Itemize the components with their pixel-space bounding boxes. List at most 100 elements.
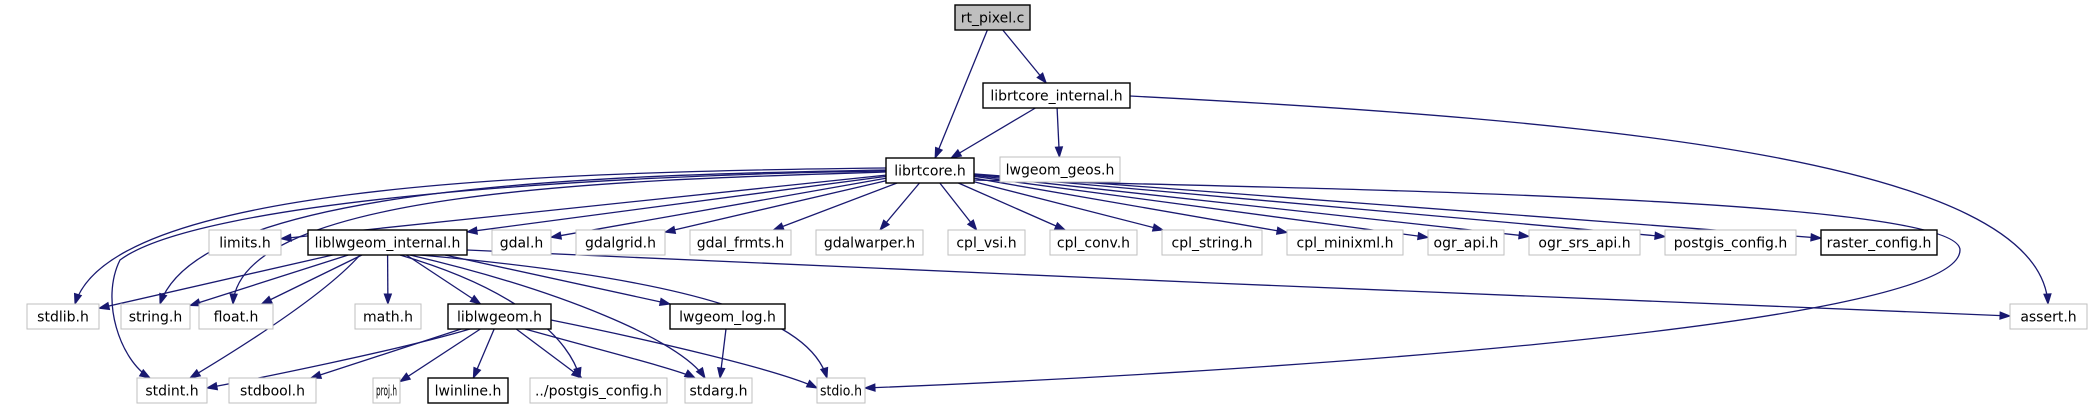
node-label: float.h bbox=[214, 310, 259, 326]
edge-arrowhead bbox=[663, 225, 677, 234]
node-box bbox=[447, 303, 552, 330]
node-label: raster_config.h bbox=[1827, 236, 1932, 252]
edge-arrowhead bbox=[1151, 223, 1165, 232]
node-cpl-string-h: cpl_string.h bbox=[1161, 229, 1263, 256]
node-librtcore-h[interactable]: librtcore.h bbox=[885, 157, 975, 184]
edge-liblwgeom_internal_h-to-float_h bbox=[260, 254, 363, 305]
node-label: gdal_frmts.h bbox=[697, 236, 784, 252]
edge-arrowhead bbox=[1518, 230, 1531, 240]
node-math-h: math.h bbox=[354, 303, 422, 330]
edge-librtcore_h-to-raster_config_h bbox=[973, 173, 1823, 242]
node-box bbox=[372, 377, 401, 404]
edge-liblwgeom_h-to-stdint_h bbox=[205, 328, 471, 391]
node-box bbox=[1820, 229, 1938, 256]
edge-librtcore_h-to-gdal_frmts_h bbox=[772, 182, 898, 231]
edge-arrowhead bbox=[260, 295, 273, 305]
edge-arrowhead bbox=[934, 146, 944, 160]
node-box bbox=[208, 229, 282, 256]
node-box bbox=[120, 303, 191, 330]
edge-line bbox=[280, 174, 887, 240]
node-box bbox=[1049, 229, 1138, 256]
edge-line bbox=[973, 177, 1288, 234]
edge-arrowhead bbox=[159, 292, 168, 306]
edge-liblwgeom_h-to-lwinline_h bbox=[472, 328, 495, 380]
node-label: stdarg.h bbox=[690, 384, 748, 400]
edge-liblwgeom_h-to-stdbool_h bbox=[309, 328, 462, 379]
node-label: cpl_conv.h bbox=[1057, 236, 1130, 252]
node-box bbox=[1161, 229, 1263, 256]
node-lwgeom-log-h[interactable]: lwgeom_log.h bbox=[669, 303, 786, 330]
edge-librtcore_h-to-gdal_h bbox=[549, 177, 887, 240]
edges-layer bbox=[73, 29, 2052, 392]
node-liblwgeom-h[interactable]: liblwgeom.h bbox=[447, 303, 552, 330]
edge-librtcore_h-to-float_h bbox=[229, 171, 887, 306]
edge-arrowhead bbox=[1999, 311, 2012, 320]
node-label: gdalgrid.h bbox=[585, 236, 656, 252]
node-label: ogr_api.h bbox=[1434, 236, 1499, 252]
node-box bbox=[198, 303, 274, 330]
node-string-h: string.h bbox=[120, 303, 191, 330]
edge-arrowhead bbox=[229, 293, 238, 306]
node-gdalgrid-h: gdalgrid.h bbox=[575, 229, 666, 256]
edge-librtcore_h-to-limits_h bbox=[279, 174, 887, 242]
edge-arrowhead bbox=[658, 297, 672, 306]
edge-arrowhead bbox=[309, 370, 323, 379]
edge-arrowhead bbox=[1036, 72, 1048, 85]
node-label: gdalwarper.h bbox=[824, 236, 915, 252]
node-liblwgeom-internal-h[interactable]: liblwgeom_internal.h bbox=[307, 229, 468, 256]
edge-arrowhead bbox=[469, 294, 482, 305]
edge-line bbox=[310, 328, 462, 379]
edge-liblwgeom_internal_h-to-liblwgeom_h bbox=[406, 254, 482, 305]
node-box bbox=[307, 229, 468, 256]
edge-arrowhead bbox=[188, 368, 202, 379]
edge-librtcore_h-to-gdalgrid_h bbox=[663, 180, 887, 234]
edge-line bbox=[1002, 29, 1047, 84]
node-lwgeom-geos-h: lwgeom_geos.h bbox=[999, 156, 1121, 183]
node-limits-h: limits.h bbox=[208, 229, 282, 256]
edge-librtcore_h-to-stdio_h bbox=[863, 179, 1961, 392]
nodes-layer: rt_pixel.c librtcore_internal.h librtcore.… bbox=[26, 4, 2088, 404]
node-lwinline-h[interactable]: lwinline.h bbox=[427, 377, 509, 404]
edge-arrowhead bbox=[1417, 231, 1430, 241]
edge-arrowhead bbox=[1053, 221, 1067, 231]
node-raster-config-h[interactable]: raster_config.h bbox=[1820, 229, 1938, 256]
node-box bbox=[982, 82, 1131, 109]
edge-arrowhead bbox=[73, 292, 83, 306]
edge-arrowhead bbox=[879, 219, 891, 232]
edge-arrowhead bbox=[472, 366, 482, 380]
node-proj-h: proj.h bbox=[372, 377, 401, 404]
edge-liblwgeom_internal_h-to-lwgeom_log_h bbox=[444, 254, 672, 306]
node-label: ../postgis_config.h bbox=[535, 384, 662, 400]
edge-line bbox=[550, 319, 818, 389]
edge-line bbox=[189, 254, 349, 307]
node-label: librtcore.h bbox=[894, 164, 966, 180]
node-label: string.h bbox=[129, 310, 183, 326]
node-box bbox=[669, 303, 786, 330]
node-stdio-h: stdio.h bbox=[816, 377, 866, 404]
edge-lwgeom_log_h-to-stdarg_h bbox=[717, 328, 727, 380]
edge-line bbox=[973, 174, 1530, 238]
edge-line bbox=[950, 107, 1036, 159]
edge-line bbox=[444, 254, 671, 305]
node-box bbox=[575, 229, 666, 256]
edge-line bbox=[934, 29, 988, 159]
edge-librtcore_h-to-liblwgeom_internal_h bbox=[465, 175, 887, 235]
node-stdbool-h: stdbool.h bbox=[228, 377, 317, 404]
edge-arrowhead bbox=[279, 233, 292, 242]
edge-line bbox=[973, 175, 1429, 239]
edge-line bbox=[232, 171, 887, 305]
node-cpl-conv-h: cpl_conv.h bbox=[1049, 229, 1138, 256]
edge-arrowhead bbox=[949, 148, 963, 159]
node-gdal-h: gdal.h bbox=[491, 229, 552, 256]
node-label: lwgeom_log.h bbox=[679, 310, 776, 326]
edge-liblwgeom_h-to-stdarg_h bbox=[524, 328, 697, 379]
node-librtcore-internal-h[interactable]: librtcore_internal.h bbox=[982, 82, 1131, 109]
node-box bbox=[815, 229, 924, 256]
node-label: librtcore_internal.h bbox=[990, 89, 1122, 105]
node-rt-pixel-c[interactable]: rt_pixel.c bbox=[954, 4, 1031, 31]
node-box bbox=[228, 377, 317, 404]
edge-arrowhead bbox=[1275, 226, 1289, 235]
node-label: stdbool.h bbox=[240, 384, 305, 400]
edge-liblwgeom_h-to-dotdot_postgis_config_h bbox=[515, 328, 583, 379]
edge-arrowhead bbox=[819, 366, 829, 380]
